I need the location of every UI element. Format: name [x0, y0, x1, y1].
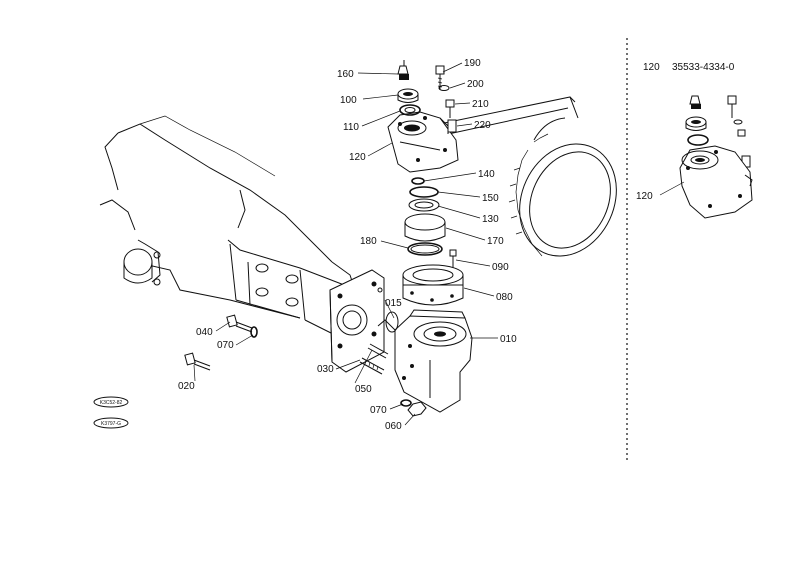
knuckle-cap	[387, 111, 459, 173]
label-150: 150	[482, 193, 499, 204]
leader-lines	[193, 62, 498, 426]
inset-part-number: 35533-4334-0	[672, 62, 735, 73]
label-070-lower: 070	[370, 405, 387, 416]
bolt-020	[184, 352, 211, 371]
axle-housing	[99, 115, 356, 341]
bolt-040	[226, 314, 253, 333]
stamp-top-outline	[93, 396, 129, 408]
ring-140	[411, 177, 425, 185]
label-120: 120	[349, 152, 366, 163]
inset-assembly	[659, 95, 753, 219]
part-labels: 160 190 200 100 210 110 220 120 140 150 …	[178, 58, 735, 432]
reference-stamps: K3C52-82 K3797-G	[93, 396, 129, 429]
stamp-bottom-text: K3797-G	[101, 421, 121, 427]
bearing-170	[404, 213, 446, 242]
label-210: 210	[472, 99, 489, 110]
bearing-130	[408, 198, 440, 212]
label-140: 140	[478, 169, 495, 180]
label-160: 160	[337, 69, 354, 80]
label-220: 220	[474, 120, 491, 131]
label-010: 010	[500, 334, 517, 345]
pin-220	[447, 119, 457, 133]
label-070-upper: 070	[217, 340, 234, 351]
label-060: 060	[385, 421, 402, 432]
knuckle-010	[377, 309, 473, 413]
mounting-flange	[329, 269, 385, 373]
label-030: 030	[317, 364, 334, 375]
grease-nipple-160	[397, 60, 409, 80]
stud-050	[367, 343, 389, 359]
washer-200	[438, 85, 450, 91]
knuckle-housing-080	[402, 264, 464, 306]
washer-070a	[250, 326, 258, 338]
stamp-top-text: K3C52-82	[100, 400, 123, 406]
nut-060	[407, 401, 427, 417]
label-040: 040	[196, 327, 213, 338]
label-080: 080	[496, 292, 513, 303]
label-180: 180	[360, 236, 377, 247]
stamp-bottom-outline	[93, 417, 129, 429]
ring-180	[407, 242, 443, 256]
label-170: 170	[487, 236, 504, 247]
inset-label-120: 120	[636, 191, 653, 202]
seal-110	[399, 104, 421, 116]
washer-070b	[400, 399, 412, 407]
ring-gear	[508, 117, 617, 257]
label-130: 130	[482, 214, 499, 225]
cap-100	[397, 88, 419, 103]
label-200: 200	[467, 79, 484, 90]
label-020: 020	[178, 381, 195, 392]
steering-rod	[419, 96, 579, 139]
label-015: 015	[385, 298, 402, 309]
label-110: 110	[343, 122, 359, 133]
label-090: 090	[492, 262, 509, 273]
bolt-210	[445, 99, 455, 118]
ring-150	[409, 186, 439, 198]
inset-ref-label: 120	[643, 62, 660, 73]
label-100: 100	[340, 95, 357, 106]
label-190: 190	[464, 58, 481, 69]
label-050: 050	[355, 384, 372, 395]
